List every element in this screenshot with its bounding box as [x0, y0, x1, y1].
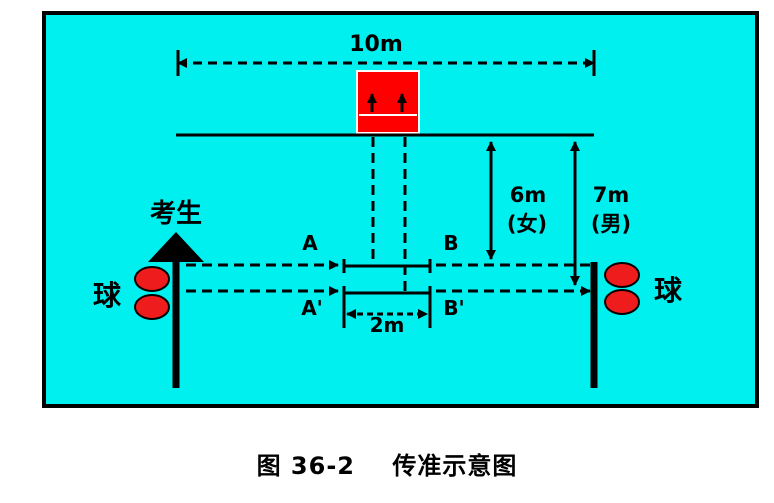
examinee-arrow-icon: [148, 232, 204, 262]
female-distance-label: 6m: [510, 183, 547, 207]
male-distance-label: 7m: [593, 183, 630, 207]
examinee-label: 考生: [150, 199, 202, 229]
target-box: [356, 70, 420, 134]
width-label: 10m: [349, 32, 403, 57]
ball-right-bottom: [604, 289, 640, 315]
gap-label: 2m: [370, 313, 405, 337]
figure-title: 传准示意图: [392, 452, 518, 480]
point-b2-label: B': [443, 296, 464, 320]
ball-left-bottom: [134, 294, 170, 320]
female-label: (女): [507, 212, 547, 236]
ball-right-top: [604, 262, 640, 288]
point-a-label: A: [302, 231, 318, 255]
ball-left-label: 球: [93, 279, 122, 312]
ball-right-label: 球: [654, 274, 683, 307]
figure-number: 图 36-2: [256, 452, 355, 480]
figure-caption: 图 36-2 传准示意图: [0, 446, 774, 486]
male-label: (男): [591, 212, 631, 236]
ball-left-top: [134, 266, 170, 292]
point-a2-label: A': [301, 296, 323, 320]
point-b-label: B: [443, 231, 458, 255]
